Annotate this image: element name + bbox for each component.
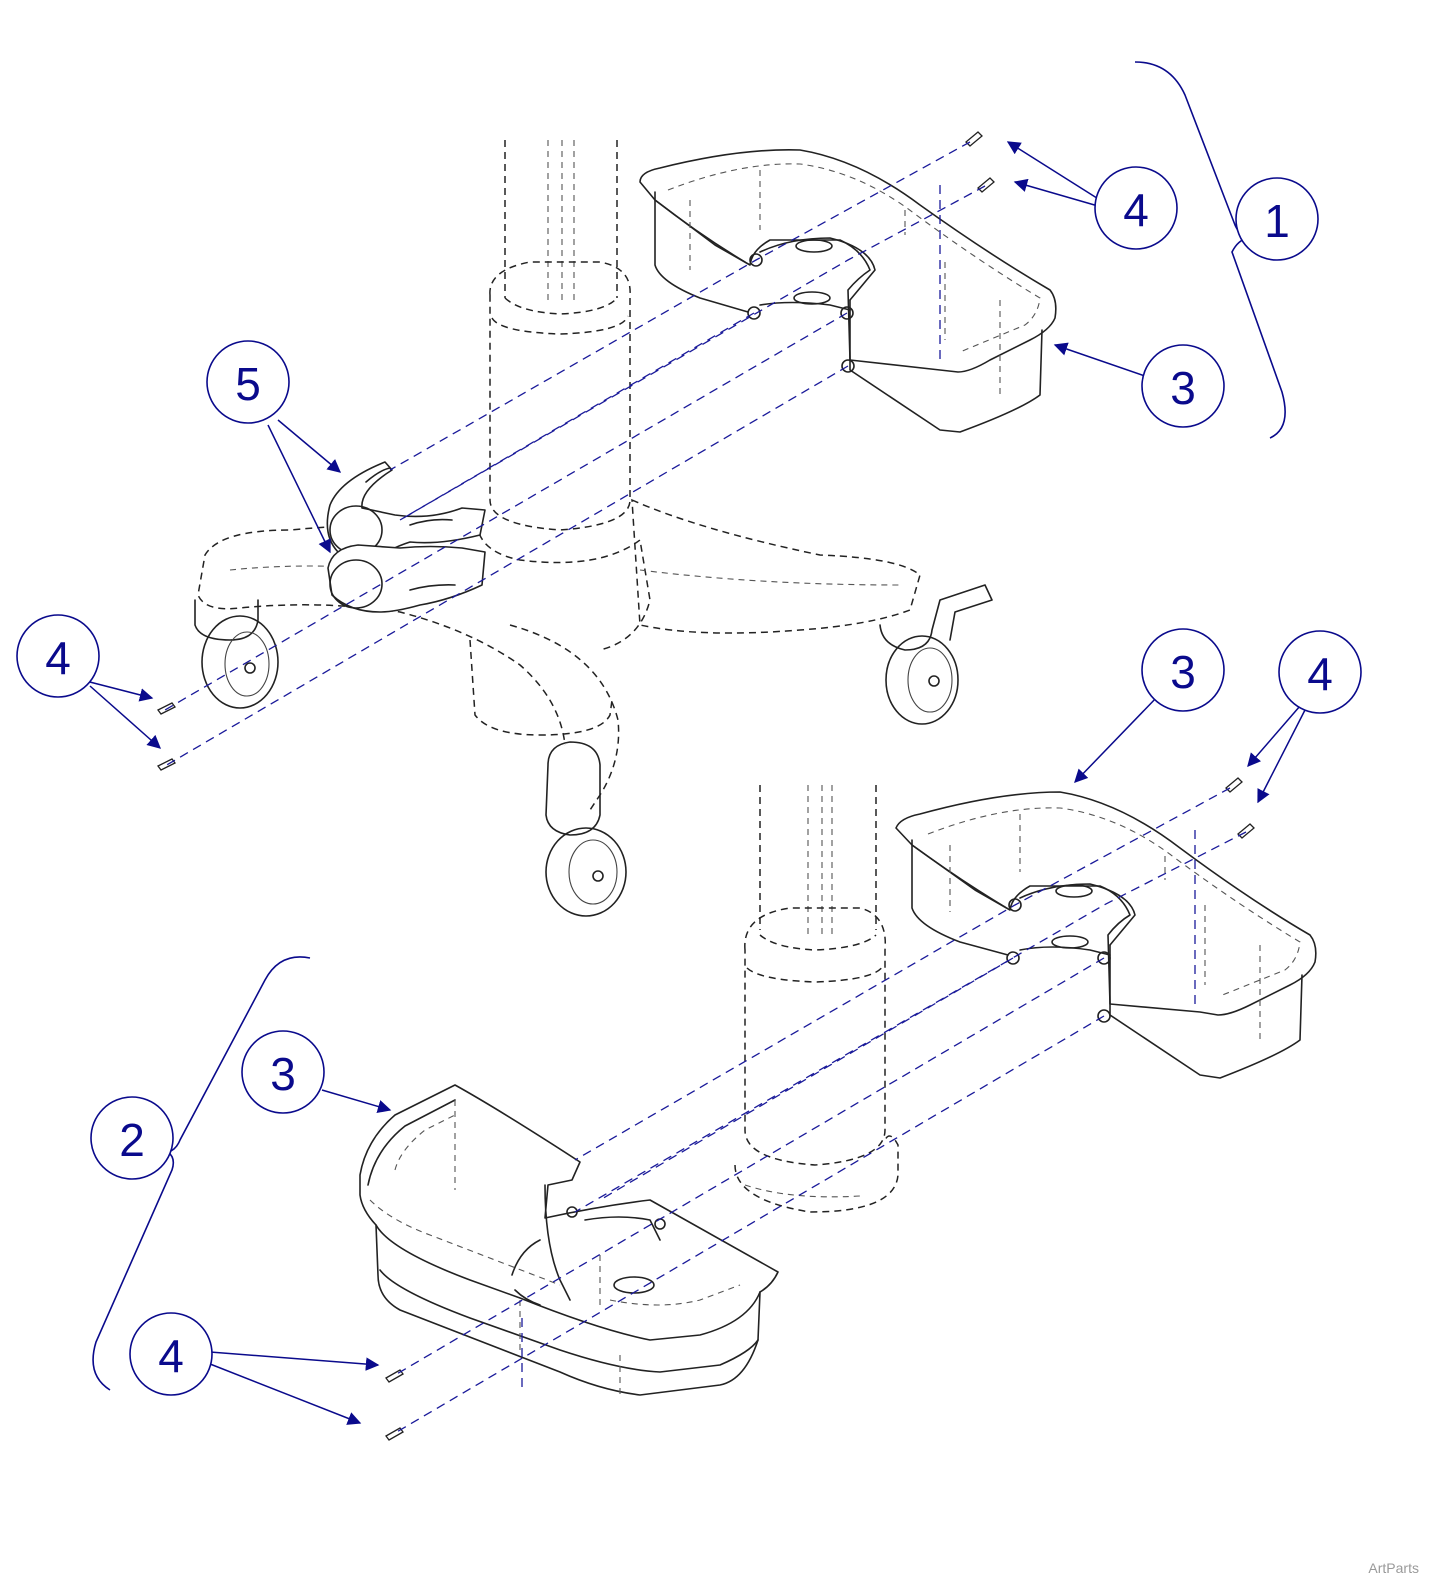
svg-text:3: 3 <box>1170 362 1196 414</box>
basket-mid-right <box>895 791 1317 1079</box>
svg-text:4: 4 <box>1307 648 1333 700</box>
callout-4-mid: 4 <box>1278 630 1362 714</box>
cart-stand-lower <box>734 785 899 1213</box>
leader-lines <box>81 141 1306 1425</box>
credit-watermark: ArtParts <box>1368 1560 1419 1576</box>
callout-1: 1 <box>1235 177 1319 261</box>
svg-text:4: 4 <box>45 632 71 684</box>
callout-4-low: 4 <box>129 1312 213 1396</box>
screw-left-2 <box>157 758 176 771</box>
cart-stand-upper <box>194 140 993 917</box>
screw-top-1 <box>965 131 983 147</box>
basket-top-right <box>639 149 1057 433</box>
svg-text:4: 4 <box>158 1330 184 1382</box>
callout-5: 5 <box>206 340 290 424</box>
screw-top-2 <box>977 177 995 193</box>
callout-2: 2 <box>90 1096 174 1180</box>
svg-text:3: 3 <box>270 1048 296 1100</box>
svg-text:2: 2 <box>119 1114 145 1166</box>
callout-3-low: 3 <box>241 1030 325 1114</box>
holder-bracket-part <box>326 461 486 613</box>
screw-mid-1 <box>1225 777 1243 793</box>
svg-text:3: 3 <box>1170 646 1196 698</box>
svg-text:1: 1 <box>1264 195 1290 247</box>
callout-4-top: 4 <box>1094 166 1178 250</box>
assembly-axis-lines-upper <box>164 141 986 767</box>
callout-3-mid: 3 <box>1141 628 1225 712</box>
assembly-axis-lines-lower <box>394 185 1247 1434</box>
basket-low-left <box>359 1084 779 1396</box>
callout-4-left: 4 <box>16 614 100 698</box>
callout-3-top: 3 <box>1141 344 1225 428</box>
svg-text:4: 4 <box>1123 184 1149 236</box>
screw-mid-2 <box>1237 823 1255 839</box>
svg-text:5: 5 <box>235 358 261 410</box>
